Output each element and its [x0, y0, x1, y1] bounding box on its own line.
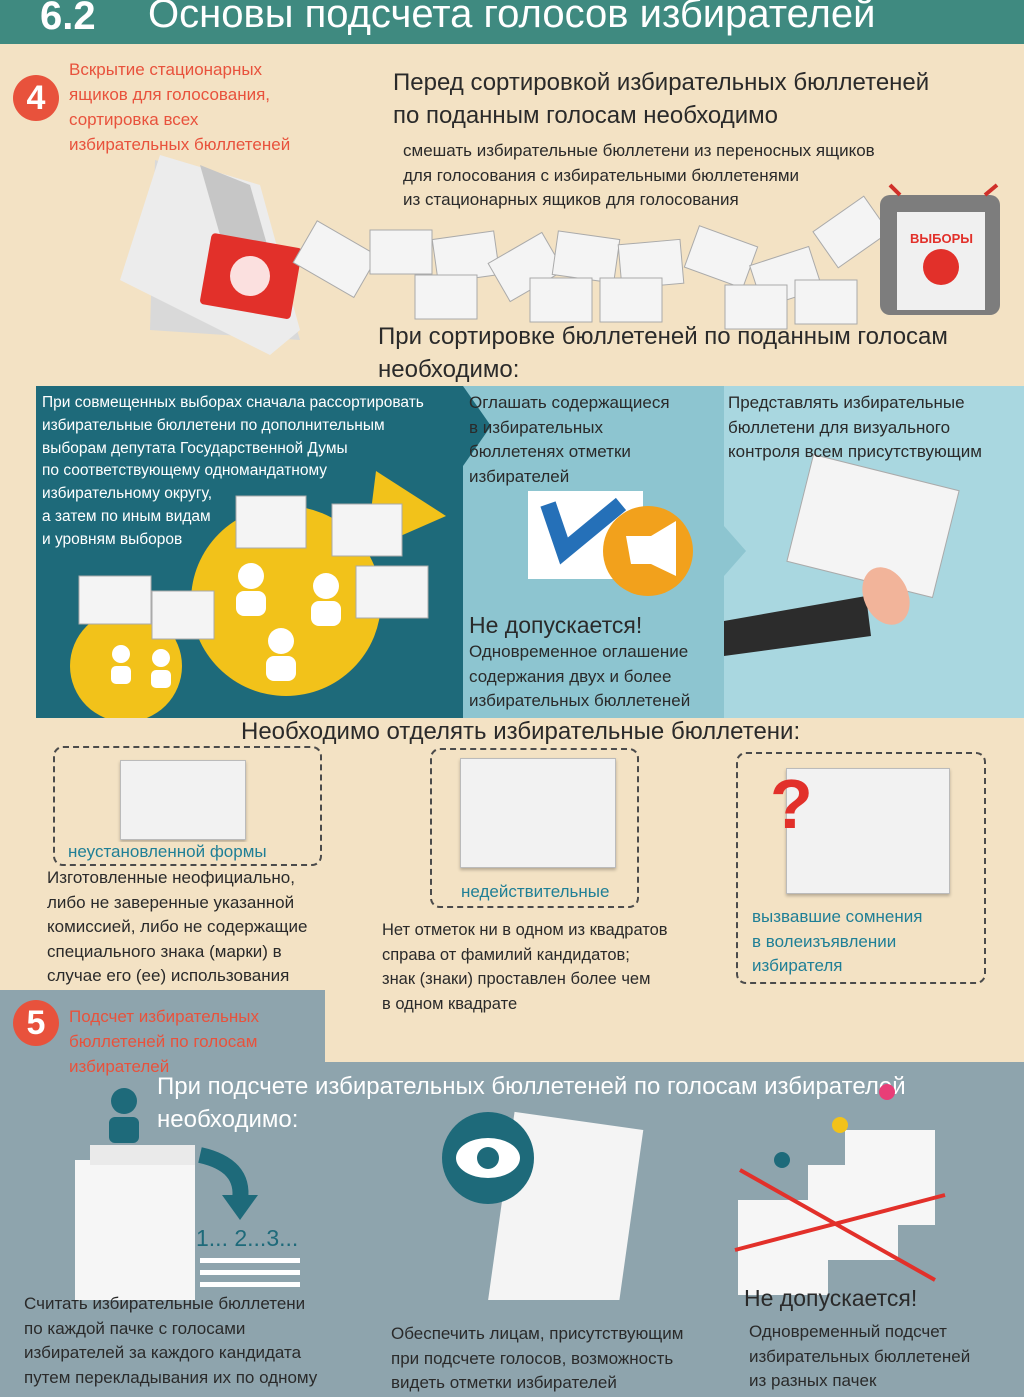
people-icons [111, 563, 341, 688]
person-icon [111, 1088, 137, 1114]
ballot-stack [75, 1145, 195, 1300]
multiple-stacks [734, 1084, 946, 1295]
during-sort-title: При сортировке бюллетеней по поданным го… [378, 323, 948, 383]
page-header [0, 0, 1024, 44]
before-sort-title: Перед сортировкой избирательных бюллетен… [393, 69, 930, 129]
small-ballots [78, 495, 429, 640]
section-number: 6.2 [40, 0, 96, 38]
page-title: Основы подсчета голосов избирателей [148, 0, 876, 36]
box-unofficial [53, 746, 322, 866]
ballot-invalid [460, 758, 616, 868]
portable-ballot-box [880, 183, 1000, 315]
box-doubtful [736, 752, 986, 984]
counter-text: 1... 2...3... [196, 1225, 299, 1251]
ballot-unofficial [120, 760, 246, 840]
held-ballot [786, 453, 960, 599]
sort-band-art [70, 386, 960, 718]
box-unofficial-label: неустановленной формы [66, 842, 269, 862]
question-mark-icon: ? [770, 765, 813, 843]
checkmark-icon [540, 497, 627, 565]
box-unofficial-text: Изготовленные неофициально,либо не завер… [47, 868, 308, 985]
step-5-title: При подсчете избирательных бюллетеней по… [157, 1073, 906, 1133]
ballot-doubtful [786, 768, 950, 894]
box-invalid [430, 748, 639, 908]
step-5-art [75, 1084, 946, 1300]
sort-col-2-warning: Не допускается! [469, 612, 643, 638]
step-4-badge: 4 [13, 75, 59, 121]
eye-ballot [442, 1111, 644, 1300]
arrow-icon [198, 1147, 249, 1202]
box-invalid-label: недействительные [459, 882, 612, 902]
separate-title: Необходимо отделять избирательные бюллет… [241, 718, 801, 745]
ballot-box-label: ВЫБОРЫ [910, 231, 973, 246]
before-sort-text: смешать избирательные бюллетени из перен… [403, 141, 875, 209]
step-5-badge: 5 [13, 1000, 59, 1046]
hand [862, 567, 910, 625]
ballot-box-illustration [120, 155, 1000, 355]
scattered-ballots [292, 195, 890, 330]
step-5-col-3-warning: Не допускается! [744, 1285, 918, 1311]
arm [724, 596, 871, 656]
sort-col-1-text: При совмещенных выборах сначала рассорти… [42, 394, 424, 548]
